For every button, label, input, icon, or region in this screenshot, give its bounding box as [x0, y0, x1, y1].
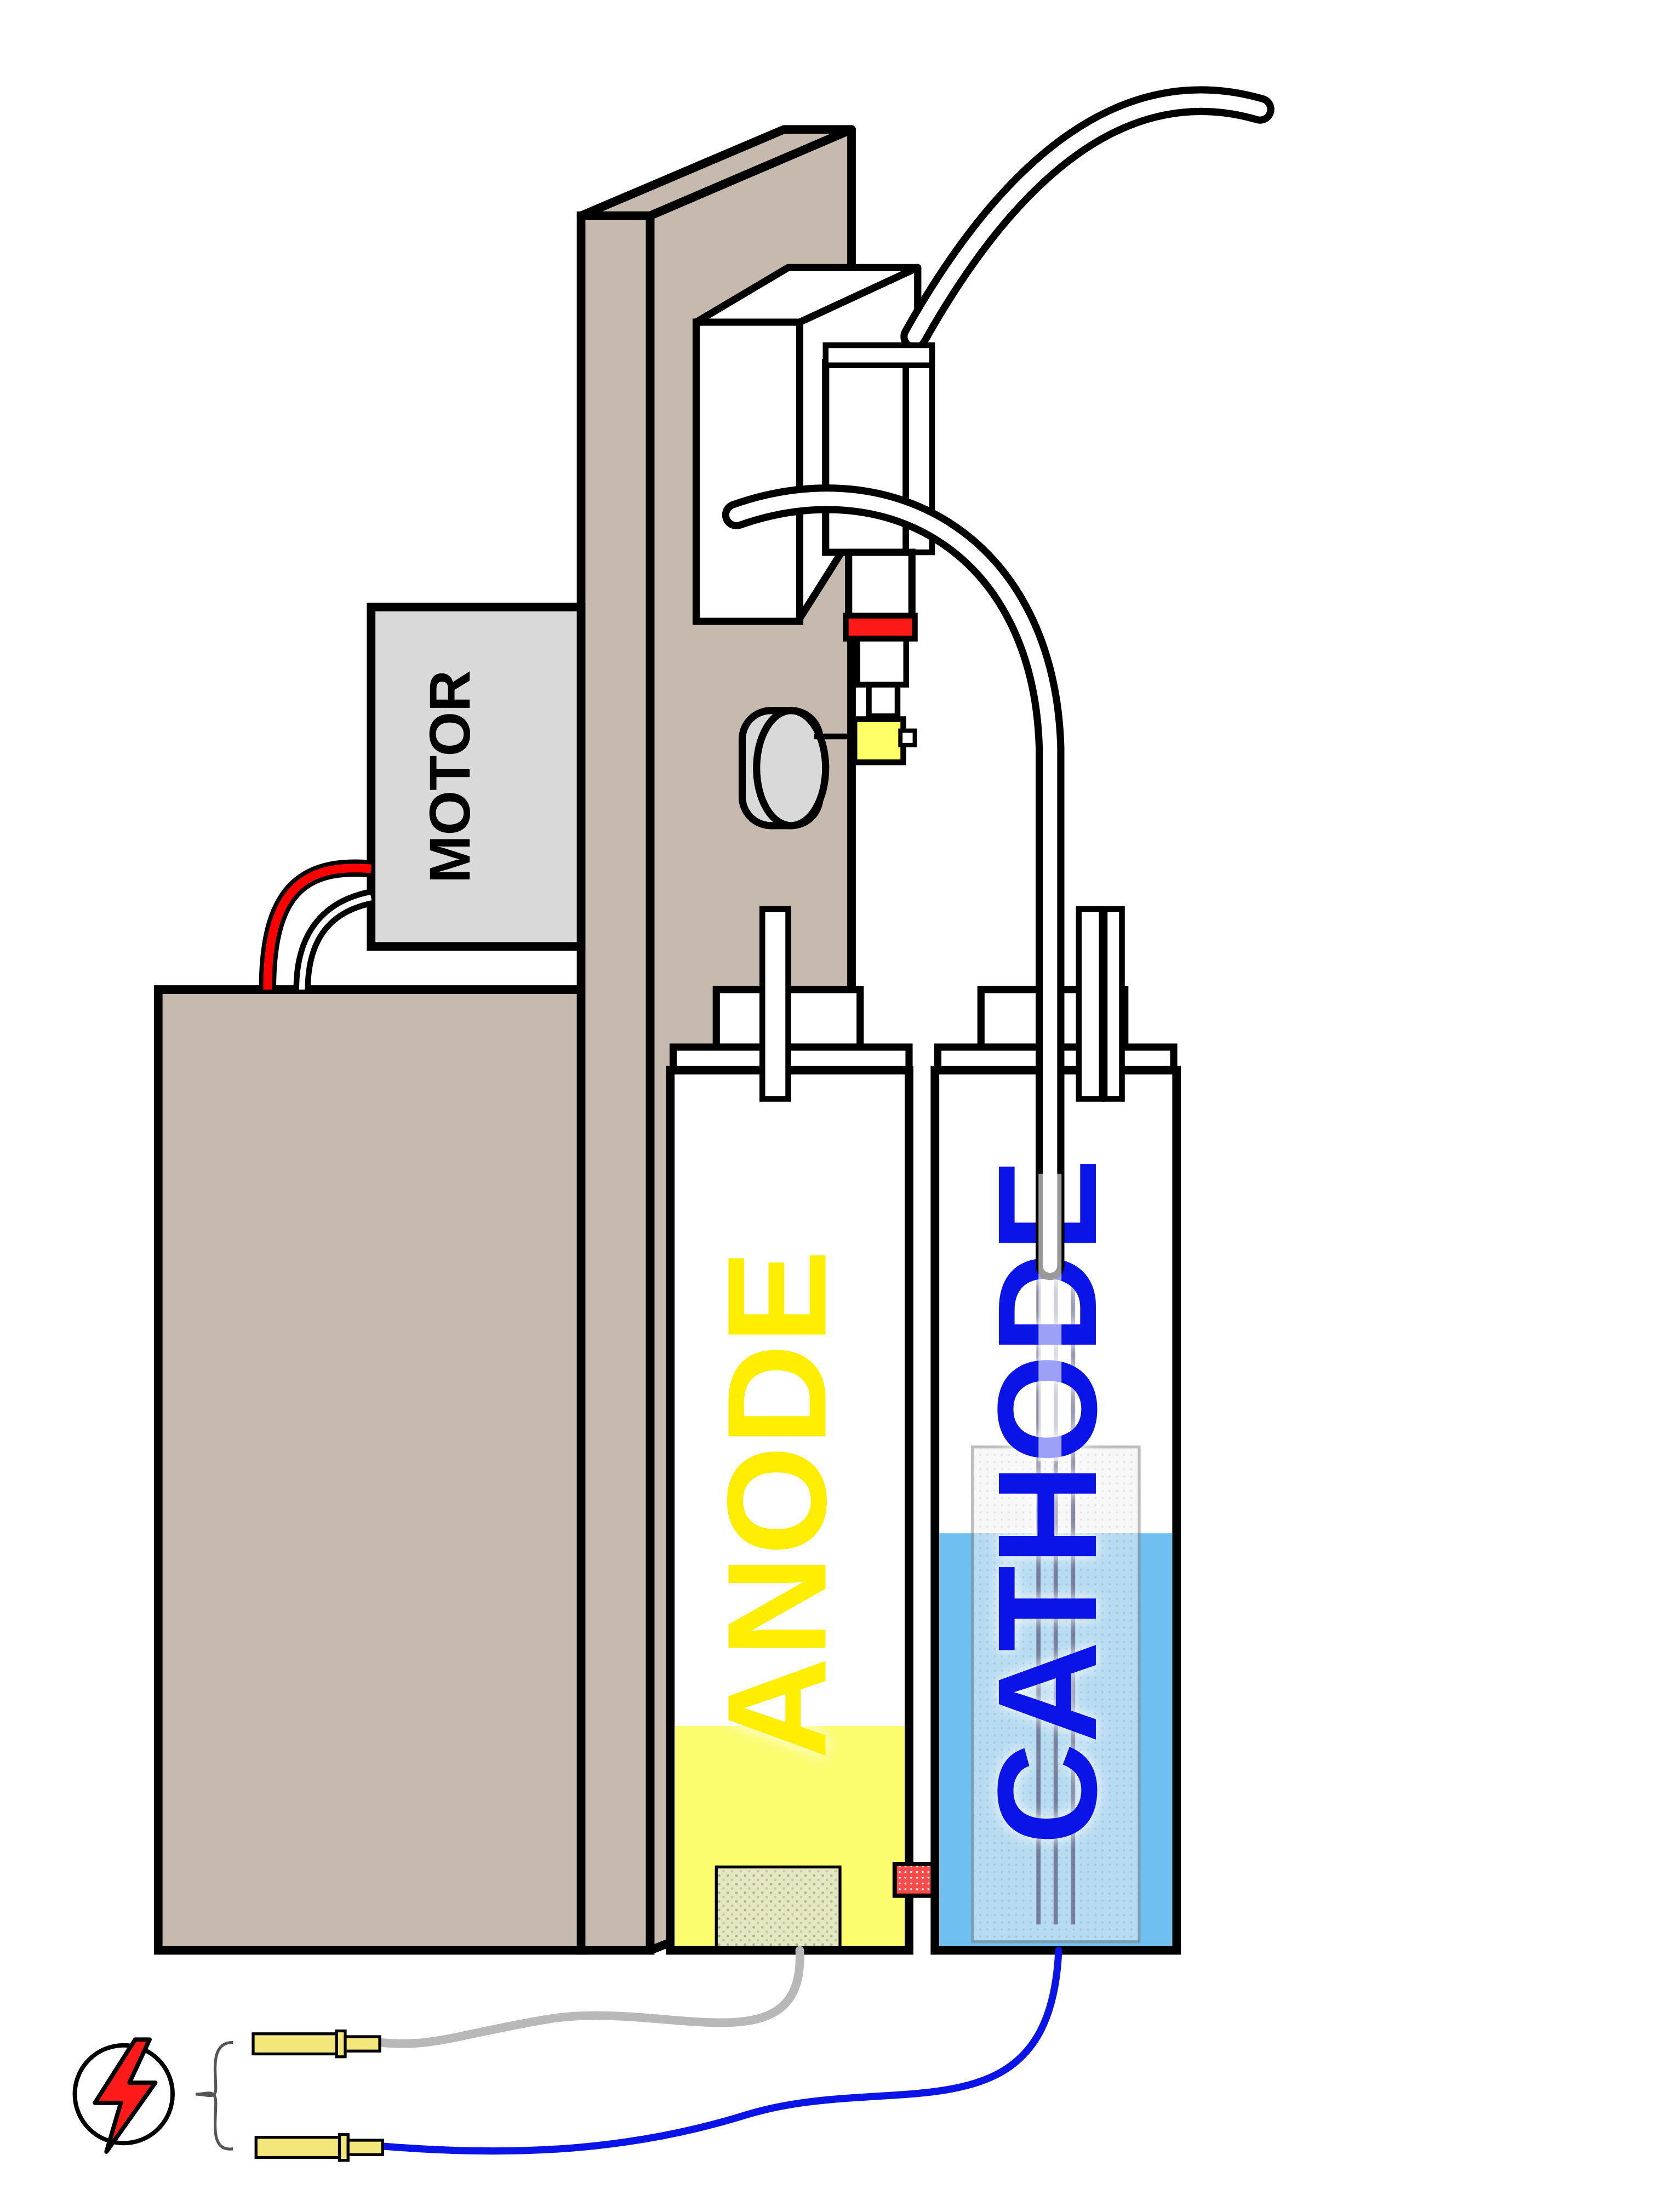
anode-lead: [375, 1946, 804, 2048]
rotor-cylinder: [738, 707, 849, 830]
cathode-lead: [376, 1946, 1062, 2155]
electrode-leads: [375, 1946, 1062, 2155]
valve-assembly: [822, 342, 935, 765]
anode-electrode: [715, 1865, 842, 1949]
base-housing: [153, 985, 588, 1955]
cathode-container: CATHODE CATHODE: [930, 906, 1181, 1955]
power-lightning-icon: [72, 2037, 175, 2154]
anode-container: ANODE ANODE: [666, 906, 913, 1955]
outlet-tube: [900, 86, 1275, 351]
red-seal-ring: [843, 613, 918, 642]
anode-glow: ANODE: [698, 1250, 855, 1759]
motor-label: MOTOR: [418, 670, 482, 883]
brace-icon: [195, 2040, 233, 2151]
yellow-fitting: [852, 716, 906, 765]
cathode-connector-pin: [254, 2133, 384, 2162]
anode-label: ANODE: [698, 1250, 855, 1759]
motor-wires: [259, 859, 373, 990]
motor-box: MOTOR: [367, 602, 586, 951]
anode-connector-pin: [252, 2029, 381, 2059]
inlet-tube: [722, 484, 1065, 1281]
